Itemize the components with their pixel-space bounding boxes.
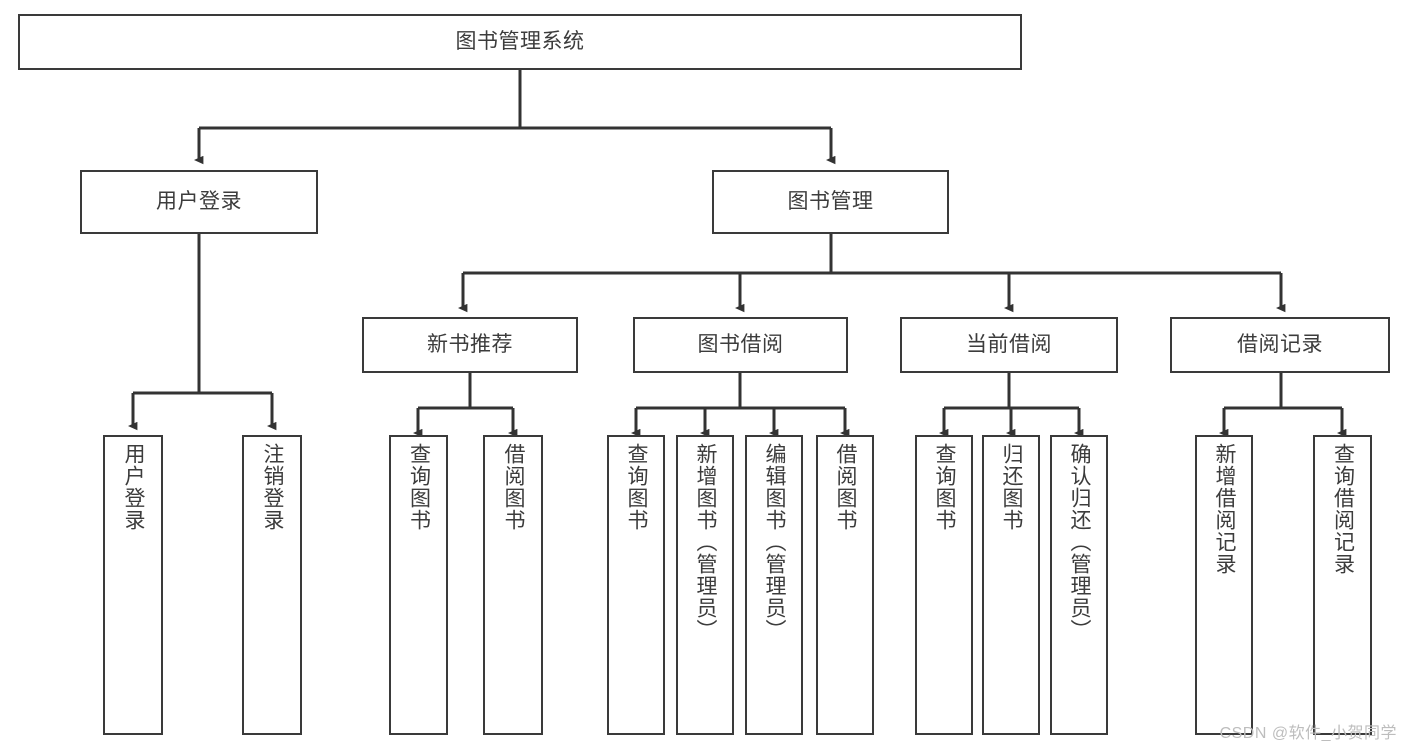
node-label: 借阅图书	[834, 443, 858, 531]
leaf-recommend-borrow-book[interactable]: 借阅图书	[483, 435, 543, 735]
node-label: 新增图书（管理员）	[694, 443, 718, 641]
node-label: 当前借阅	[966, 332, 1052, 356]
node-root-system[interactable]: 图书管理系统	[18, 14, 1022, 70]
node-label: 确认归还（管理员）	[1068, 443, 1092, 641]
leaf-current-confirm-return-admin[interactable]: 确认归还（管理员）	[1050, 435, 1108, 735]
node-label: 用户登录	[122, 443, 146, 531]
leaf-current-query-book[interactable]: 查询图书	[915, 435, 973, 735]
node-new-book-recommend[interactable]: 新书推荐	[362, 317, 578, 373]
watermark: CSDN @软件_小贺同学	[1219, 725, 1397, 742]
node-label: 用户登录	[156, 189, 242, 213]
node-borrow-records[interactable]: 借阅记录	[1170, 317, 1390, 373]
node-book-borrow[interactable]: 图书借阅	[633, 317, 848, 373]
leaf-current-return-book[interactable]: 归还图书	[982, 435, 1040, 735]
node-label: 查询图书	[407, 443, 431, 531]
node-label: 查询图书	[933, 443, 957, 531]
node-current-borrow[interactable]: 当前借阅	[900, 317, 1118, 373]
leaf-borrow-borrow-book[interactable]: 借阅图书	[816, 435, 874, 735]
leaf-records-add-record[interactable]: 新增借阅记录	[1195, 435, 1253, 735]
leaf-recommend-query-book[interactable]: 查询图书	[389, 435, 448, 735]
node-label: 归还图书	[1000, 443, 1024, 531]
node-label: 借阅图书	[502, 443, 526, 531]
node-label: 图书管理	[787, 189, 874, 213]
node-label: 图书管理系统	[455, 29, 585, 53]
node-label: 编辑图书（管理员）	[763, 443, 787, 641]
node-label: 查询图书	[625, 443, 649, 531]
node-label: 图书借阅	[697, 332, 784, 356]
leaf-borrow-add-book-admin[interactable]: 新增图书（管理员）	[676, 435, 734, 735]
node-label: 新增借阅记录	[1213, 443, 1237, 575]
node-label: 查询借阅记录	[1331, 443, 1355, 575]
leaf-user-login[interactable]: 用户登录	[103, 435, 163, 735]
node-user-login[interactable]: 用户登录	[80, 170, 318, 234]
node-book-management[interactable]: 图书管理	[712, 170, 949, 234]
node-label: 借阅记录	[1237, 332, 1323, 356]
leaf-borrow-query-book[interactable]: 查询图书	[607, 435, 665, 735]
node-label: 注销登录	[261, 443, 285, 531]
leaf-user-logout[interactable]: 注销登录	[242, 435, 302, 735]
leaf-borrow-edit-book-admin[interactable]: 编辑图书（管理员）	[745, 435, 803, 735]
leaf-records-query-record[interactable]: 查询借阅记录	[1313, 435, 1372, 735]
node-label: 新书推荐	[427, 332, 513, 356]
